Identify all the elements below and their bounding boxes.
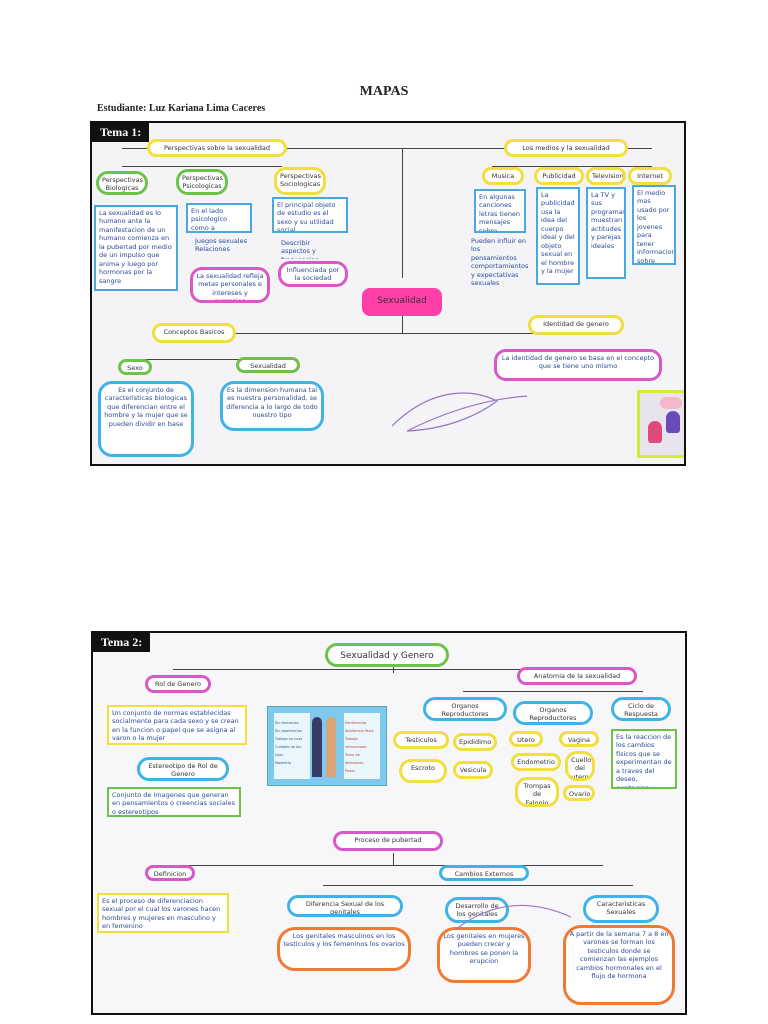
perspectiva-sociologica-note: Influenciada por la sociedad — [278, 261, 348, 287]
rol-genero-text: Un conjunto de normas establecidas socia… — [107, 705, 247, 745]
estereotipo-text: Conjunto de imagenes que generan en pens… — [107, 787, 241, 817]
identidad-text: La identidad de genero se basa en el con… — [494, 349, 662, 381]
perspectiva-sociologica-extra: Describir aspectos y frecuencias — [281, 239, 318, 259]
tema1-center: Sexualidad — [362, 288, 442, 316]
concepto-sexo-title: Sexo — [118, 359, 152, 375]
concepto-sexo-text: Es el conjunto de caracteristicas biolog… — [98, 381, 194, 457]
femenino-vagina: Vagina — [559, 731, 599, 747]
perspectiva-biologica-text: La sexualidad es lo humano ante la manif… — [94, 205, 178, 291]
figure-silhouette — [312, 717, 322, 777]
figure-silhouette — [326, 717, 336, 777]
medios-television-text: La TV y sus programas muestran actitudes… — [586, 187, 626, 279]
ciclo-text: Es la reaccion de los cambios fisicos qu… — [611, 729, 677, 789]
perspectiva-biologica-title: Perspectivas Biologicas — [96, 171, 148, 195]
perspectivas-title: Perspectivas sobre la sexualidad — [147, 139, 287, 157]
femenino-utero: Utero — [509, 731, 543, 747]
definicion-title: Definicion — [145, 865, 195, 881]
perspectiva-psicologica-extra: Juegos sexuales Relaciones — [195, 237, 248, 254]
perspectiva-psicologica-text: En el lado psicologico como a interaccio… — [186, 203, 252, 233]
medios-internet-text: El medio mas usado por los jovenes para … — [632, 185, 676, 265]
masculino-testiculos: Testiculos — [393, 731, 449, 749]
cambio-desarrollo-text: Los genitales en mujeres pueden crecer y… — [437, 927, 531, 983]
signature-scribble — [391, 392, 528, 432]
tema1-photo: Tema 1: Perspectivas sobre la sexualidad… — [90, 121, 686, 466]
cambio-desarrollo-title: Desarrollo de los genitales — [445, 897, 509, 923]
cambio-diferencia-title: Diferencia Sexual de los genitales — [287, 895, 403, 917]
student-name: Estudiante: Luz Kariana Lima Caceres — [97, 103, 266, 114]
rol-genero-title: Rol de Genero — [145, 675, 211, 693]
femenino-ovario: Ovario — [563, 785, 595, 801]
anatomia-title: Anatomia de la sexualidad — [517, 667, 637, 685]
cambio-caracteristicas-title: Caracteristicas Sexuales — [583, 895, 659, 923]
perspectiva-sociologica-text: El principal objeto de estudio es el sex… — [272, 197, 348, 233]
medios-musica-text: En algunas canciones letras tienen mensa… — [474, 189, 526, 233]
femenino-endometrio: Endometrio — [511, 753, 561, 771]
connector — [393, 663, 394, 673]
femeninos-title: Organos Reproductores Femeninos — [513, 701, 593, 725]
perspectiva-psicologica-note: La sexualidad refleja metas personales e… — [190, 267, 270, 303]
femenino-cuello-utero: Cuello del utero — [565, 751, 595, 781]
pubertad-title: Proceso de pubertad — [333, 831, 443, 851]
medios-television-title: Television — [586, 167, 626, 185]
connector — [323, 885, 633, 886]
perspectiva-psicologica-title: Perspectivas Psicologicas — [176, 169, 228, 195]
estereotipo-title: Estereotipo de Rol de Genero — [137, 757, 229, 781]
masculinos-title: Organos Reproductores Masculinos — [423, 697, 507, 721]
connector — [402, 148, 403, 278]
masculino-escroto: Escroto — [399, 759, 447, 783]
cambios-title: Cambios Externos — [439, 865, 529, 881]
connector — [172, 333, 612, 334]
concepto-sexualidad-title: Sexualidad — [236, 357, 300, 373]
medios-publicidad-title: Publicidad — [534, 167, 584, 185]
connector-scribble — [454, 905, 572, 931]
tema2-center: Sexualidad y Genero — [325, 643, 449, 667]
tema2-photo: Tema 2: Sexualidad y Genero Rol de Gener… — [91, 631, 687, 1015]
tema2-label: Tema 2: — [93, 633, 151, 652]
card-left-column — [274, 713, 310, 779]
document-title: MAPAS — [359, 84, 409, 99]
tema1-label: Tema 1: — [92, 123, 150, 142]
medios-musica-extra: Pueden influir en los pensamientos compo… — [471, 237, 529, 288]
connector — [122, 166, 282, 167]
connector — [393, 853, 394, 865]
medios-musica-title: Musica — [482, 167, 524, 185]
connector — [183, 865, 603, 866]
masculino-vesicula: Vesicula — [453, 761, 493, 779]
conceptos-title: Conceptos Basicos — [152, 323, 236, 343]
connector — [463, 691, 643, 692]
connector — [402, 308, 403, 333]
medios-title: Los medios y la sexualidad — [504, 139, 628, 157]
concepto-sexualidad-text: Es la dimension humana tal es nuestra pe… — [220, 381, 324, 431]
cambio-diferencia-text: Los genitales masculinos en los testicul… — [277, 927, 411, 971]
connector — [122, 148, 652, 149]
identidad-title: Identidad de genero — [528, 315, 624, 335]
connector — [134, 359, 294, 360]
masculino-epididimo: Epididimo — [453, 733, 497, 751]
cambio-caracteristicas-text: A partir de la semana 7 a 8 en varones s… — [563, 925, 675, 1005]
definicion-text: Es el proceso de diferenciacion sexual p… — [97, 893, 229, 933]
gender-identity-illustration — [637, 390, 684, 458]
connector — [492, 166, 652, 167]
card-right-column — [344, 713, 380, 779]
femenino-trompas: Trompas de Falopio — [515, 777, 559, 807]
ciclo-title: Ciclo de Respuesta — [611, 697, 671, 721]
perspectiva-sociologica-title: Perspectivas Sociologicas — [274, 167, 326, 195]
medios-internet-title: Internet — [628, 167, 672, 185]
medios-publicidad-text: La publicidad usa la idea del cuerpo ide… — [536, 187, 580, 285]
